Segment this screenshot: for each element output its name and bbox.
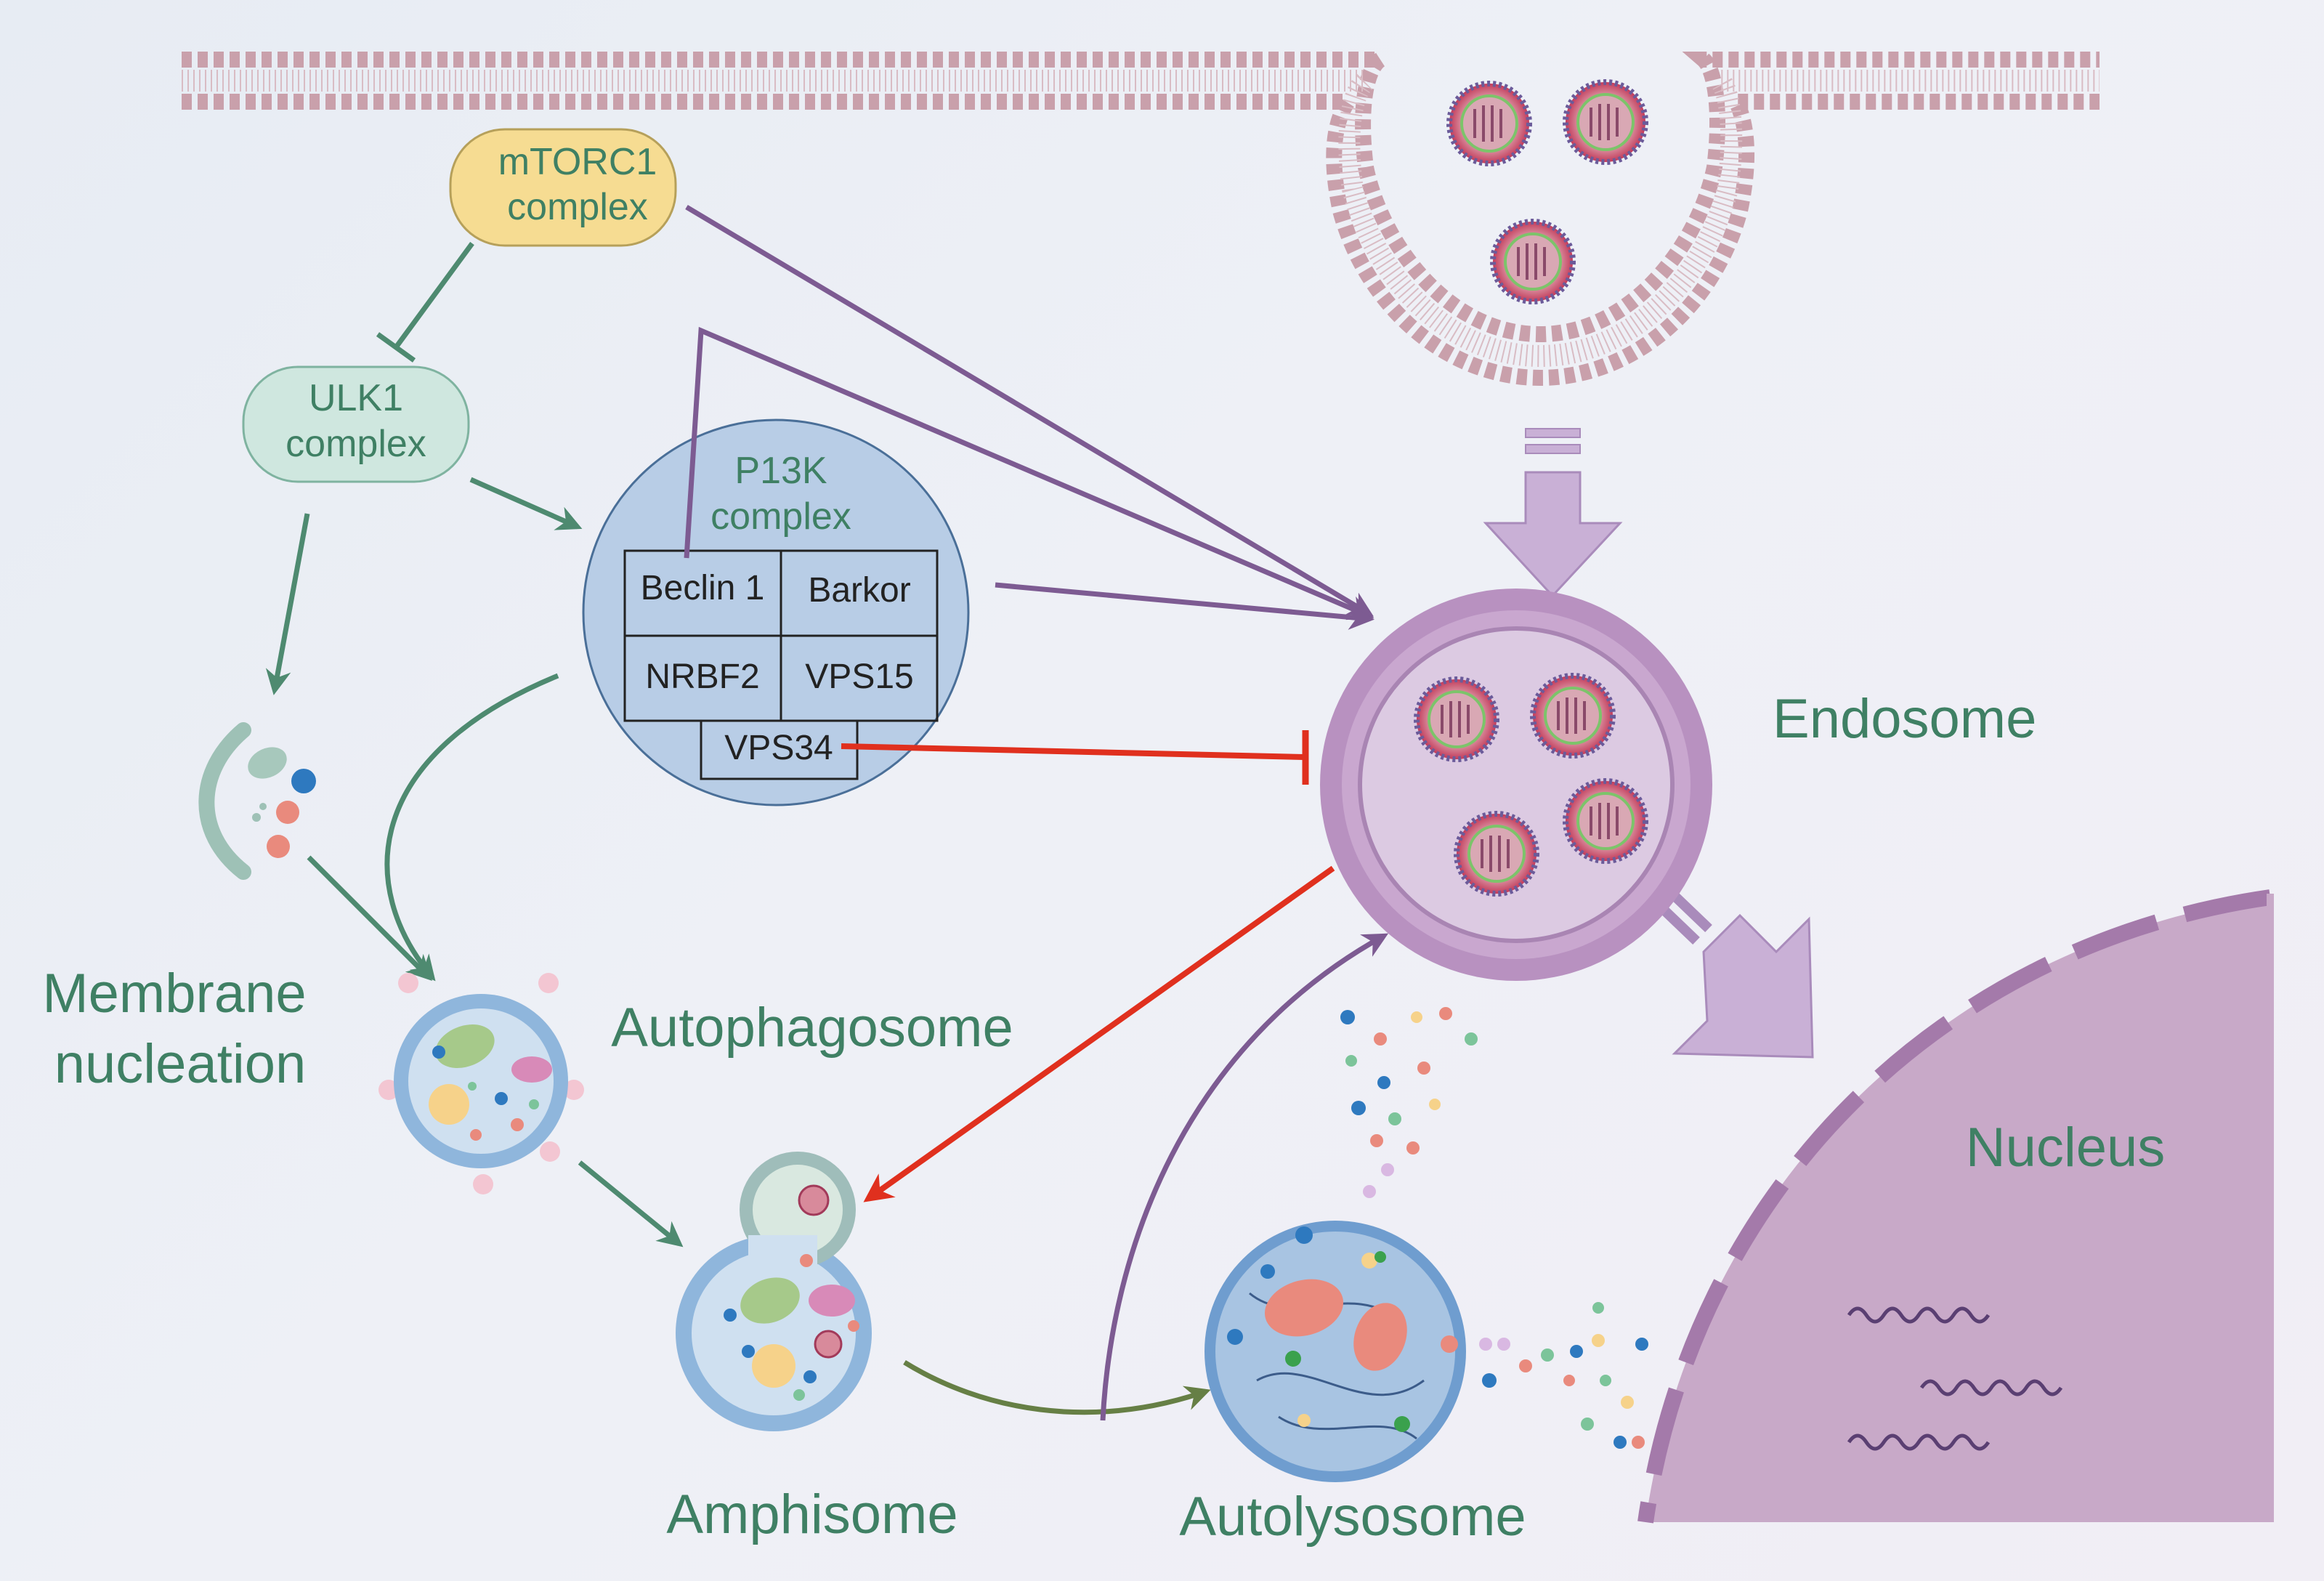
mtorc1-label-line1: mTORC1 [498,141,657,183]
barkor-label: Barkor [808,571,910,610]
endocytosis-arrow [1483,428,1623,598]
rna-squiggle-icon [1919,1379,2063,1396]
phagophore-icon [198,722,316,880]
nrbf2-label: NRBF2 [645,658,759,696]
phagophore-to-autophagosome-arrow [307,855,432,981]
endosome [1320,589,1712,981]
rna-squiggle-icon [1847,1434,1991,1451]
autophagosome-icon [378,973,584,1194]
autolysosome-icon [1204,1221,1466,1482]
autolysosome-to-endosome-arrow [1100,933,1389,1421]
autophagosome-label: Autophagosome [611,997,1013,1059]
ulk1-label-line1: ULK1 [309,377,403,419]
mtorc1-to-endosome-arrow [685,204,1374,617]
ulk1-to-pi3k-arrow [469,477,583,530]
rna-squiggle-icon [1847,1306,1991,1324]
virus-particle-icon [1563,778,1648,864]
virus-particle-icon [1530,673,1616,759]
vps34-endosome-inhibition [841,730,1309,785]
mtorc1-ulk1-inhibition [376,241,474,363]
membrane-nucleation-label-line2: nucleation [54,1033,307,1095]
pi3k-to-autophagosome-arrow [384,673,559,982]
virus-particle-icon [1446,81,1532,166]
mtorc1-label-line2: complex [507,186,648,228]
pi3k-complex: P13K complex Beclin 1 Barkor NRBF2 VPS15… [582,418,970,806]
amphisome-label: Amphisome [666,1484,957,1545]
beclin1-label: Beclin 1 [641,569,765,607]
virus-particle-icon [1490,219,1576,304]
virus-particle-icon [1454,811,1539,897]
autophagosome-to-amphisome-arrow [578,1160,684,1248]
virus-particle-icon [1563,79,1648,165]
autolysosome-label: Autolysosome [1179,1486,1526,1548]
ulk1-complex: ULK1 complex [242,365,470,483]
ulk1-to-phagophore-arrow [265,513,310,695]
pi3k-label-line2: complex [710,496,851,538]
endosome-to-amphisome-arrow [863,865,1335,1202]
amphisome-to-autolysosome-arrow [903,1360,1211,1415]
pi3k-to-endosome-arrow [995,582,1374,630]
released-particles [1340,1007,1648,1449]
nuclear-entry-arrow [1659,891,1814,1059]
beclin1-to-endosome-arrow [684,326,1374,620]
plasma-membrane [182,52,2100,387]
nucleus-label: Nucleus [1966,1117,2166,1178]
endosome-label: Endosome [1773,688,2036,750]
vps15-label: VPS15 [805,658,913,696]
virus-particle-icon [1414,676,1499,762]
membrane-nucleation-label-line1: Membrane [42,963,306,1024]
ulk1-label-line2: complex [286,423,426,465]
vps34-label: VPS34 [724,729,833,767]
pi3k-label-line1: P13K [734,450,827,492]
amphisome-icon [676,1152,872,1431]
nucleus [1637,889,2274,1524]
mtorc1-complex: mTORC1 complex [449,128,677,247]
